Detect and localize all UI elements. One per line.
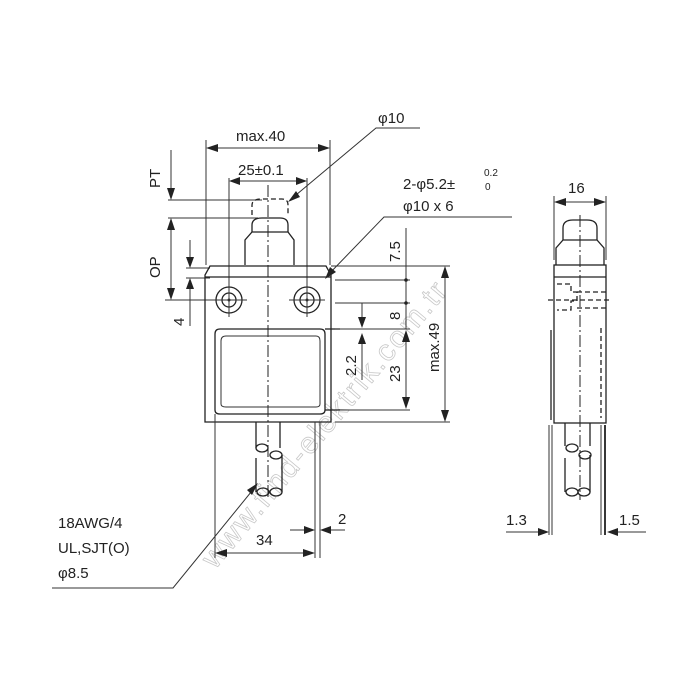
dim-pretravel: PT — [147, 150, 262, 219]
svg-text:φ8.5: φ8.5 — [58, 565, 89, 582]
svg-text:OP: OP — [147, 256, 164, 278]
dim-right-stack: 7.5 8 23 2.2 max.49 — [331, 228, 450, 423]
svg-text:4: 4 — [171, 318, 188, 326]
svg-text:34: 34 — [256, 532, 273, 549]
svg-text:8: 8 — [387, 312, 404, 320]
dim-bottom: 34 2 — [214, 414, 346, 558]
svg-text:UL,SJT(O): UL,SJT(O) — [58, 540, 130, 557]
svg-text:25±0.1: 25±0.1 — [238, 162, 284, 179]
svg-text:7.5: 7.5 — [387, 241, 404, 262]
dim-operating-position: OP — [147, 218, 215, 301]
svg-text:23: 23 — [387, 365, 404, 382]
cable-note: 18AWG/4 UL,SJT(O) φ8.5 — [52, 483, 258, 589]
svg-text:1.3: 1.3 — [506, 512, 527, 529]
front-view: max.40 25±0.1 φ10 2-φ5.2± 0.2 0 φ10 x 6 — [52, 110, 512, 589]
svg-text:φ10: φ10 — [378, 110, 404, 127]
svg-text:PT: PT — [147, 169, 164, 188]
svg-text:1.5: 1.5 — [619, 512, 640, 529]
switch-body — [204, 265, 340, 423]
dim-flange-offset: 4 — [171, 240, 210, 326]
svg-text:max.49: max.49 — [426, 323, 443, 372]
svg-text:2-φ5.2±: 2-φ5.2± — [403, 176, 455, 193]
plunger — [244, 198, 295, 265]
svg-text:2.2: 2.2 — [343, 355, 360, 376]
dim-plunger-width: 16 — [553, 180, 607, 260]
leader-mount-holes: 2-φ5.2± 0.2 0 φ10 x 6 — [325, 168, 512, 279]
dim-overall-width: max.40 — [205, 128, 331, 265]
dim-side-offsets: 1.3 1.5 — [506, 512, 646, 536]
leader-plunger-tip: φ10 — [288, 110, 420, 202]
svg-text:0: 0 — [485, 182, 491, 193]
cable — [255, 422, 283, 497]
mount-hole-left — [211, 283, 247, 317]
side-view: 16 1.3 1.5 — [506, 180, 646, 536]
svg-text:2: 2 — [338, 511, 346, 528]
mount-hole-right — [289, 283, 325, 317]
svg-text:φ10 x 6: φ10 x 6 — [403, 198, 454, 215]
svg-text:0.2: 0.2 — [484, 168, 498, 179]
svg-text:18AWG/4: 18AWG/4 — [58, 515, 122, 532]
svg-text:max.40: max.40 — [236, 128, 285, 145]
dim-hole-spacing: 25±0.1 — [228, 162, 308, 290]
svg-text:16: 16 — [568, 180, 585, 197]
